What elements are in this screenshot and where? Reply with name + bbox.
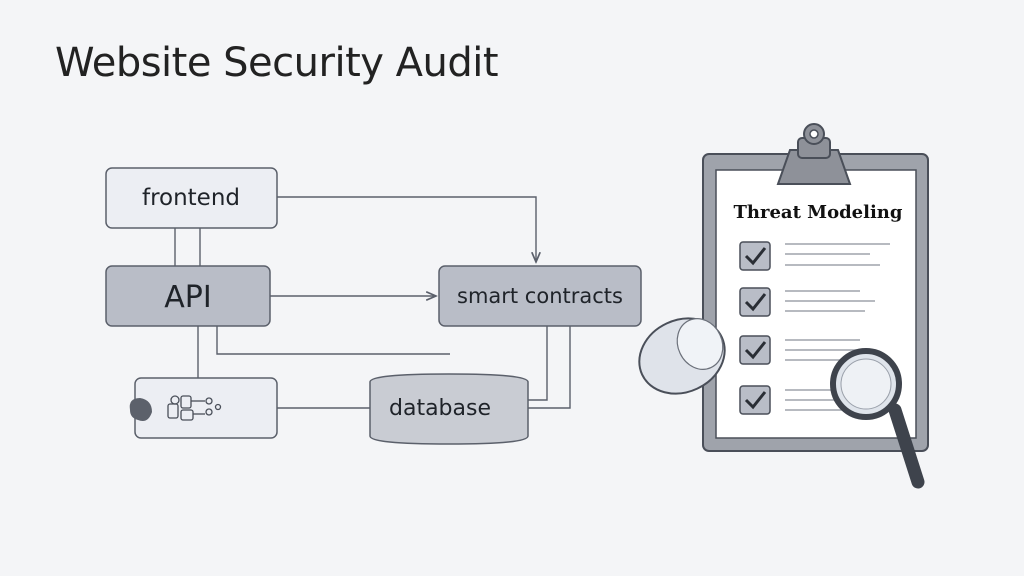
checklist-title: Threat Modeling — [734, 202, 903, 223]
api-label: API — [164, 280, 211, 315]
frontend-node: frontend — [105, 167, 278, 229]
api-node: API — [105, 265, 271, 327]
connector-frontend-smart-contracts — [277, 196, 536, 262]
component-node — [129, 377, 278, 439]
checklist-item-4 — [739, 385, 875, 415]
clipboard-clip-icon — [776, 123, 852, 185]
checkmark-icon — [744, 293, 767, 312]
database-label: database — [389, 396, 491, 421]
lens-icon — [638, 317, 726, 395]
connectors — [174, 196, 571, 409]
database-node: database — [369, 373, 529, 445]
smart-contracts-node: smart contracts — [438, 265, 642, 327]
page-title: Website Security Audit — [55, 40, 499, 86]
smart-contracts-label: smart contracts — [457, 284, 623, 308]
connector-api-branch — [216, 326, 450, 355]
checklist-item-1 — [739, 241, 890, 271]
network-icon — [167, 395, 222, 421]
leaf-icon — [129, 398, 152, 421]
connector-smart-contracts-database-b — [528, 326, 571, 409]
checkmark-icon — [744, 247, 767, 266]
checkmark-icon — [744, 391, 767, 410]
connector-smart-contracts-database-a — [528, 326, 548, 401]
magnifying-glass-icon — [830, 348, 925, 489]
checklist-item-2 — [739, 287, 875, 317]
frontend-label: frontend — [142, 185, 240, 211]
checkmark-icon — [744, 341, 767, 360]
